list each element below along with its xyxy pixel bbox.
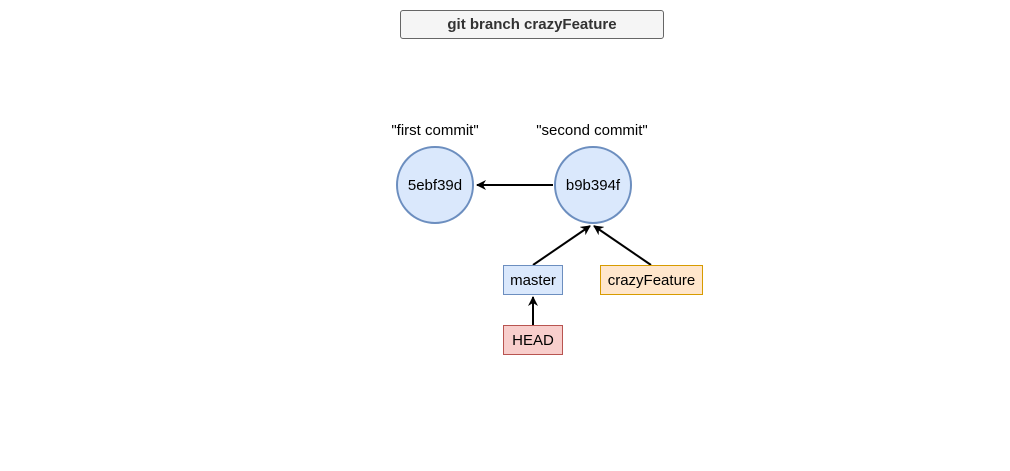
commit-node-first: 5ebf39d (396, 146, 474, 224)
first-commit-message: "first commit" (391, 122, 479, 139)
branch-master: master (503, 265, 563, 295)
second-commit-message: "second commit" (536, 122, 648, 139)
commit-node-second: b9b394f (554, 146, 632, 224)
branch-crazyfeature: crazyFeature (600, 265, 703, 295)
master-arrow (532, 225, 591, 266)
command-title: git branch crazyFeature (400, 10, 664, 39)
crazyfeature-arrow (593, 225, 652, 266)
head-pointer: HEAD (503, 325, 563, 355)
